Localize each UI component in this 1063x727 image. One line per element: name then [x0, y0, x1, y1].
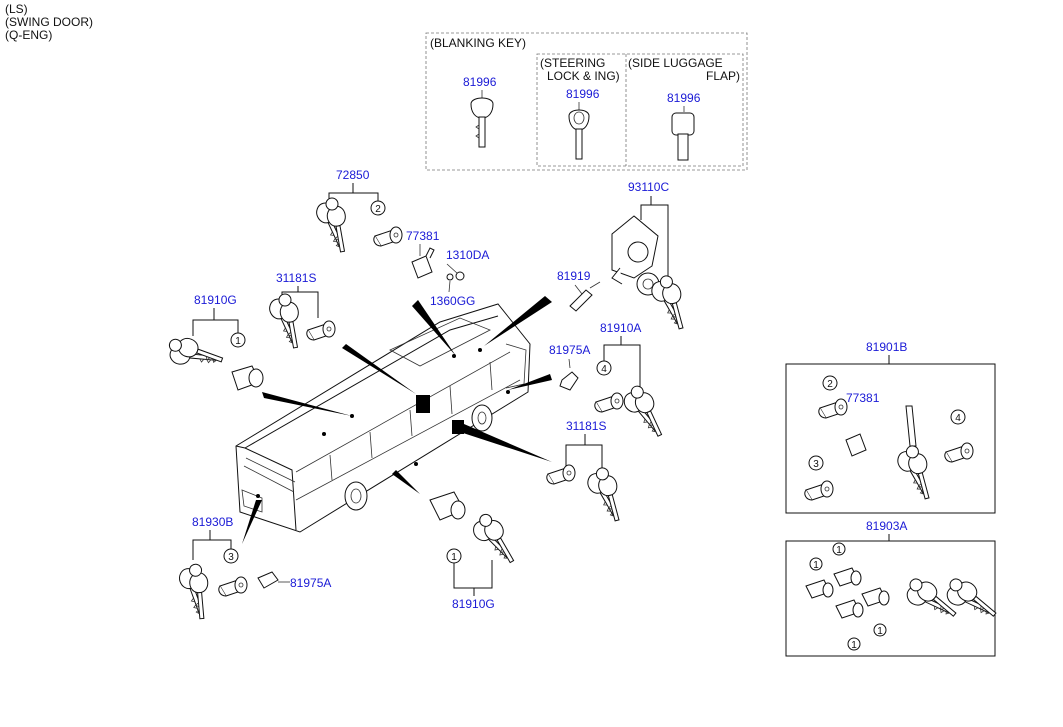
washer-1360GG-icon [446, 273, 454, 281]
label-81930B: 81930B [192, 515, 233, 529]
callout-1-bottom: 1 [446, 548, 462, 564]
svg-text:1: 1 [235, 336, 241, 347]
label-81919: 81919 [557, 269, 591, 283]
key-set-31181S-bottom-icon [583, 466, 626, 524]
key-set-31181S-top-icon [266, 294, 304, 349]
ignition-switch-93110C-icon [611, 215, 660, 296]
svg-text:1: 1 [813, 560, 819, 571]
blanking-key-part-2: 81996 [566, 87, 600, 101]
latch-77381-kit-icon [845, 433, 867, 457]
steering-caption-2: LOCK & ING) [547, 69, 620, 83]
callout-4-kit: 4 [950, 409, 966, 425]
lock-body-81910G-top-icon [231, 365, 264, 391]
blanking-key-part-1: 81996 [463, 75, 497, 89]
svg-text:2: 2 [827, 379, 833, 390]
callout-3-kit: 3 [808, 455, 824, 471]
header-line-q-eng: (Q-ENG) [5, 28, 52, 42]
steering-caption-1: (STEERING [540, 56, 605, 70]
svg-text:3: 3 [228, 552, 234, 563]
switch-81919-icon [569, 281, 601, 312]
lock-cylinder-3-kit-icon [804, 480, 834, 501]
label-93110C: 93110C [628, 180, 669, 194]
callout-1-kit-c: 1 [873, 623, 887, 637]
key-set-81910A-icon [618, 381, 669, 444]
lock-cylinder-81910A-icon [594, 392, 624, 413]
key-set-kit-icon [893, 444, 936, 502]
label-77381-top: 77381 [406, 229, 440, 243]
svg-text:4: 4 [601, 364, 607, 375]
label-81910G-top: 81910G [194, 293, 237, 307]
callout-1-kit-b: 1 [809, 557, 823, 571]
label-72850: 72850 [336, 168, 370, 182]
label-81975A-bottom: 81975A [290, 576, 331, 590]
lock-cylinder-81930B-icon [218, 576, 248, 597]
lock-body-81910G-bottom-icon [429, 491, 466, 521]
label-77381-kit: 77381 [846, 391, 880, 405]
callout-2-top: 2 [370, 200, 386, 216]
lock-cylinder-4-kit-icon [944, 442, 974, 463]
svg-text:1: 1 [451, 552, 457, 563]
luggage-caption-2: FLAP) [706, 69, 740, 83]
luggage-key-icon [671, 112, 695, 161]
key-set-81910G-bottom-icon [466, 508, 521, 573]
label-1360GG: 1360GG [430, 294, 475, 308]
lock-cylinder-kit-icon [818, 398, 848, 419]
callout-2-kit: 2 [822, 375, 838, 391]
svg-text:1: 1 [877, 626, 883, 637]
key-set-72850-icon [313, 198, 351, 253]
callout-3-bottom: 3 [223, 548, 239, 564]
label-1310DA: 1310DA [446, 248, 489, 262]
bus-illustration [235, 296, 552, 544]
svg-text:1: 1 [851, 640, 857, 651]
lock-cylinder-72850-icon [373, 226, 403, 247]
steering-key-icon [568, 109, 590, 160]
blanking-key-box: (BLANKING KEY) (STEERING LOCK & ING) (SI… [425, 32, 748, 171]
kit-81901B-box [785, 363, 996, 514]
label-31181S-bottom: 31181S [566, 419, 606, 433]
svg-text:2: 2 [375, 204, 381, 215]
label-81975A-top: 81975A [549, 343, 590, 357]
callout-4-mid: 4 [596, 360, 612, 376]
svg-text:4: 4 [955, 413, 961, 424]
key-set-81903A-b-icon [938, 568, 1003, 635]
svg-text:3: 3 [813, 459, 819, 470]
clip-81975A-bottom-icon [257, 571, 279, 589]
callout-1-left: 1 [230, 332, 246, 348]
blanking-key-part-3: 81996 [667, 91, 701, 105]
cylinder-set-81903A-icon [805, 567, 890, 619]
lock-cylinder-31181S-bottom-icon [546, 464, 576, 485]
blanking-key-icon [470, 97, 494, 148]
callout-1-kit-d: 1 [847, 637, 861, 651]
nut-1310DA-icon [455, 271, 465, 281]
key-set-81930B-icon [173, 563, 216, 621]
clip-81975A-top-icon [559, 371, 579, 391]
label-81910A: 81910A [600, 321, 641, 335]
luggage-caption-1: (SIDE LUGGAGE [628, 56, 723, 70]
blanking-key-title: (BLANKING KEY) [430, 36, 526, 50]
key-set-81910G-top-icon [161, 325, 228, 385]
label-81910G-bottom: 81910G [452, 597, 495, 611]
label-81901B: 81901B [866, 340, 907, 354]
callout-1-kit-a: 1 [832, 542, 846, 556]
latch-77381-icon [411, 247, 435, 279]
label-81903A: 81903A [866, 519, 907, 533]
header-line-swing-door: (SWING DOOR) [5, 15, 93, 29]
svg-text:1: 1 [836, 545, 842, 556]
lock-cylinder-31181S-top-icon [306, 320, 336, 341]
header-line-ls: (LS) [5, 2, 28, 16]
label-31181S-top: 31181S [276, 271, 316, 285]
kit-81903A-box [785, 540, 996, 657]
